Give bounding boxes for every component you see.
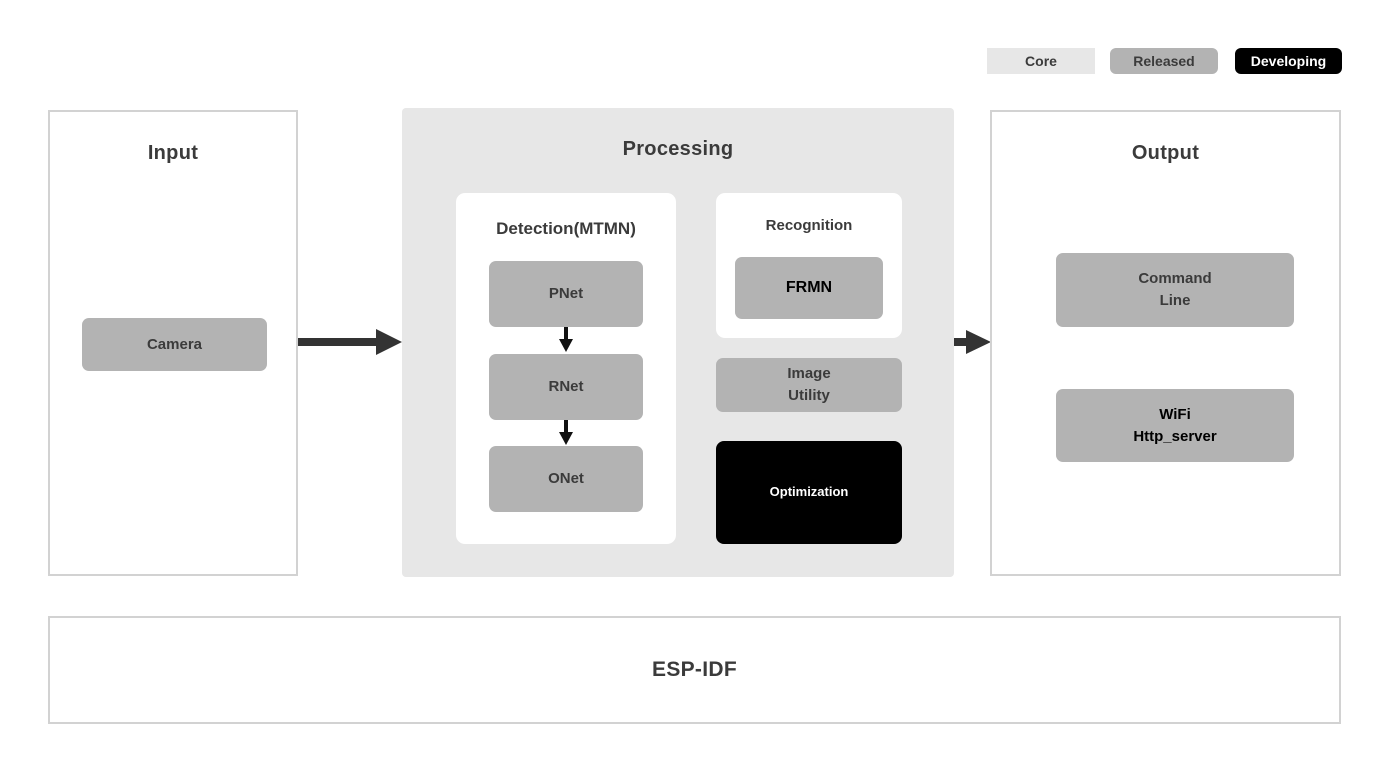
onet-node: ONet: [489, 446, 643, 512]
camera-node: Camera: [82, 318, 267, 371]
esp-idf-panel: ESP-IDF: [48, 616, 1341, 724]
recognition-group-title: Recognition: [765, 217, 853, 234]
output-panel-title: Output: [1131, 142, 1200, 164]
image-utility-node: Image Utility: [716, 358, 902, 412]
rnet-node: RNet: [489, 354, 643, 420]
arrow-stem: [564, 327, 568, 341]
input-panel-title: Input: [147, 142, 199, 164]
command-line-node: Command Line: [1056, 253, 1294, 327]
esp-idf-title: ESP-IDF: [652, 658, 737, 681]
arrow-stem: [298, 338, 376, 346]
legend-developing-badge: Developing: [1235, 48, 1342, 74]
processing-panel-title: Processing: [622, 138, 734, 160]
wifi-http-server-node: WiFi Http_server: [1056, 389, 1294, 462]
arrow-head-icon: [559, 339, 573, 352]
arrow-stem: [564, 420, 568, 434]
arrow-head-icon: [559, 432, 573, 445]
legend-core-badge: Core: [987, 48, 1095, 74]
legend-released-badge: Released: [1110, 48, 1218, 74]
arrow-stem: [954, 338, 966, 346]
arrow-head-icon: [966, 330, 991, 354]
detection-group: Detection(MTMN) PNet RNet ONet: [456, 193, 676, 544]
output-panel: Output Command Line WiFi Http_server: [990, 110, 1341, 576]
detection-group-title: Detection(MTMN): [496, 219, 636, 238]
arrow-head-icon: [376, 329, 402, 355]
input-panel: Input Camera: [48, 110, 298, 576]
processing-panel: Processing Detection(MTMN) PNet RNet ONe…: [402, 108, 954, 577]
frmn-node: FRMN: [735, 257, 883, 319]
recognition-group: Recognition FRMN: [716, 193, 902, 338]
optimization-node: Optimization: [716, 441, 902, 544]
pnet-node: PNet: [489, 261, 643, 327]
